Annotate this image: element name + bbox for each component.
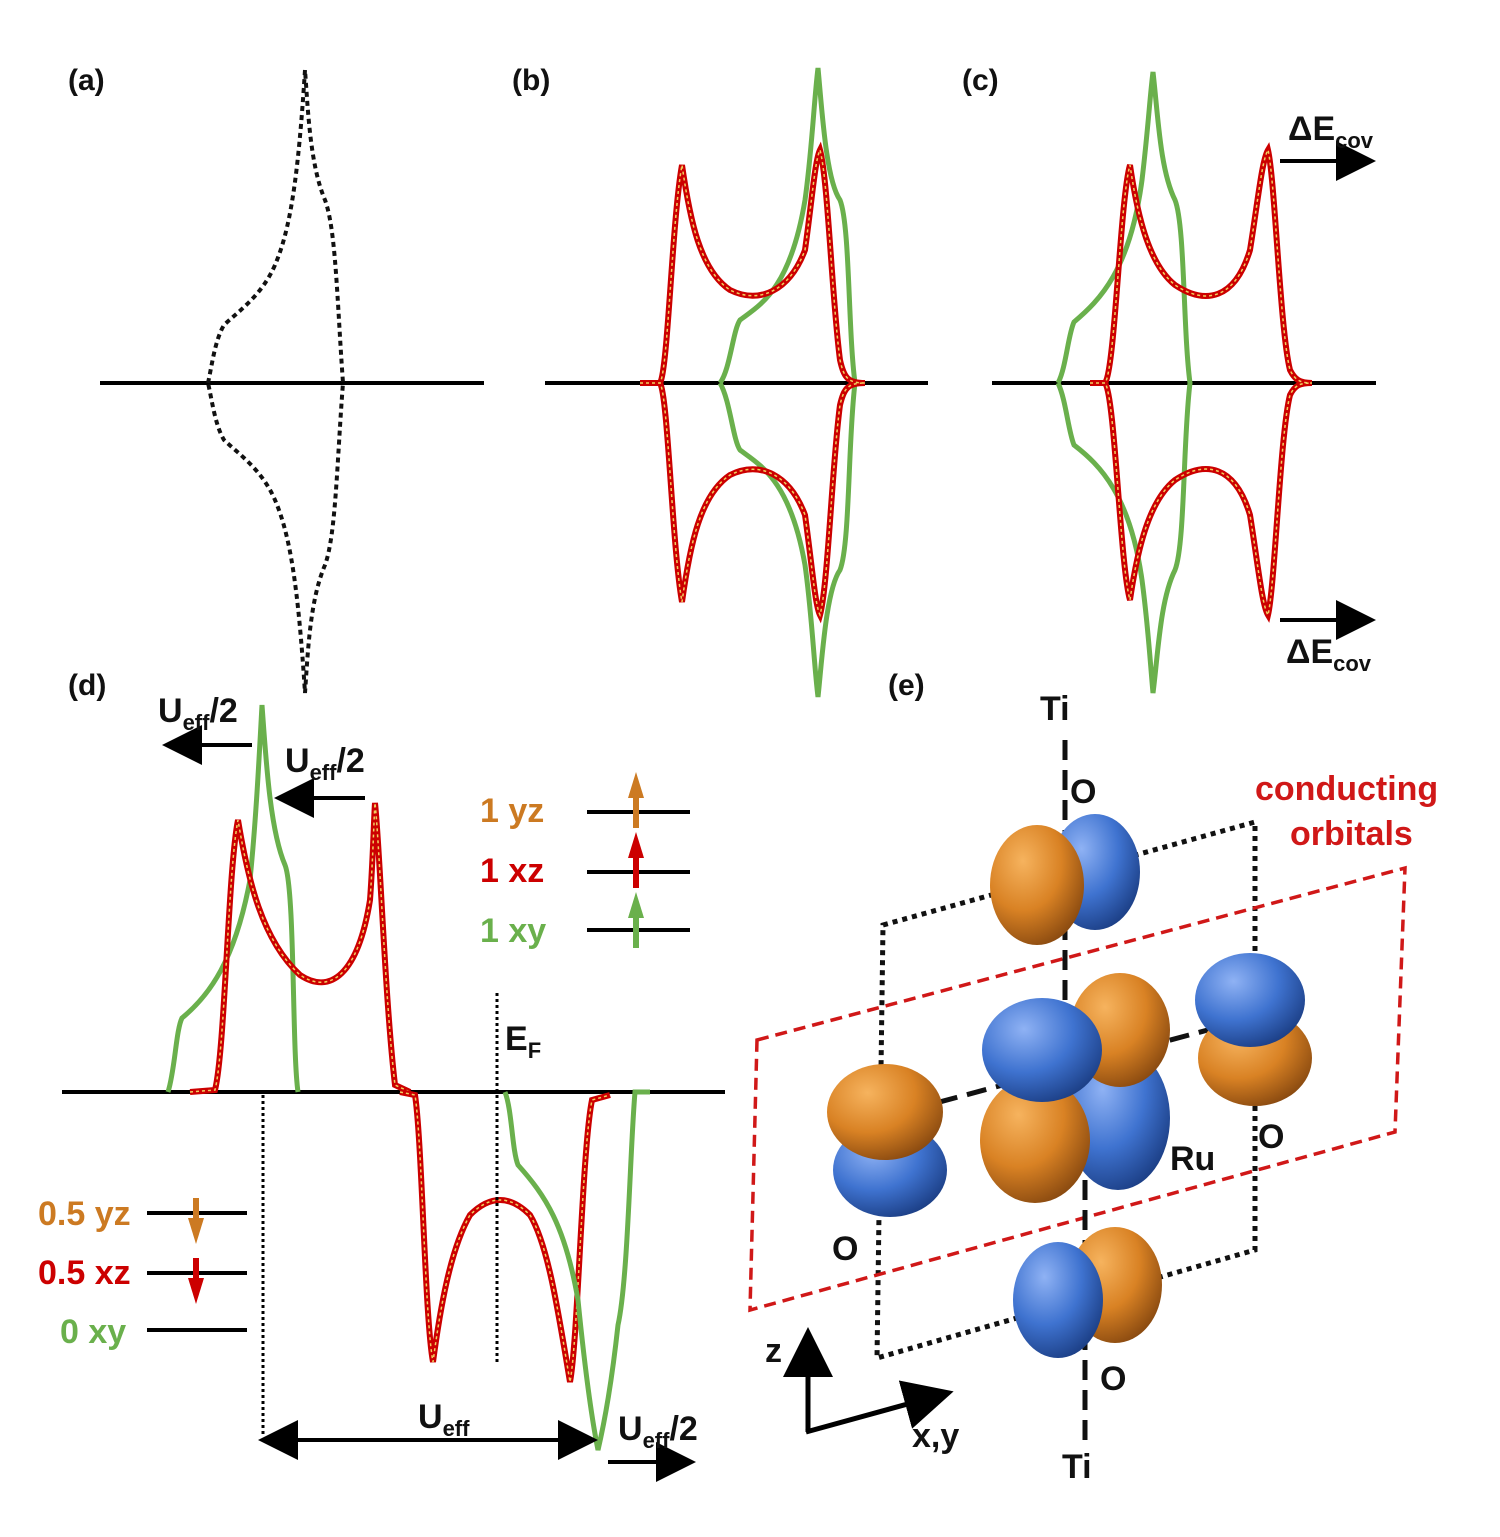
panel-c-delta-bottom-label: ΔEcov (1286, 633, 1372, 676)
occ-down-xy: 0 xy (60, 1313, 126, 1351)
panel-b: (b) (512, 64, 928, 698)
label-o-top: O (1070, 773, 1096, 811)
panel-c-label: (c) (962, 64, 999, 97)
label-o-right: O (1258, 1118, 1284, 1156)
ueff-half-label-2: Ueff/2 (285, 742, 365, 785)
panel-c-xz-curve (1090, 142, 1313, 623)
orbital-o-bottom (1013, 1227, 1162, 1358)
label-ru: Ru (1170, 1140, 1215, 1178)
orbital-o-right (1195, 953, 1312, 1106)
conducting-label-line1: conducting (1255, 770, 1438, 808)
panel-b-label: (b) (512, 64, 550, 97)
panel-d-label: (d) (68, 669, 106, 702)
ueff-label: Ueff (418, 1398, 470, 1441)
conducting-label-line2: orbitals (1290, 815, 1413, 853)
label-o-left: O (832, 1230, 858, 1268)
occ-up-yz: 1 yz (480, 792, 544, 830)
panel-a: (a) (68, 64, 484, 694)
orbital-o-left (827, 1064, 947, 1217)
occ-up-xz: 1 xz (480, 852, 544, 890)
orbital-ru-center (980, 973, 1170, 1203)
panel-a-dos-curve (205, 69, 346, 694)
occupation-up: 1 yz 1 xz 1 xy (480, 772, 690, 950)
conducting-plane (748, 865, 1407, 1313)
axis-xy-label: x,y (912, 1417, 959, 1455)
occupation-down: 0.5 yz 0.5 xz 0 xy (38, 1195, 247, 1351)
label-ti-top: Ti (1040, 690, 1070, 728)
ueff-half-label-3: Ueff/2 (618, 1410, 698, 1453)
axis-xy-arrow (805, 1380, 954, 1435)
ueff-half-label-1: Ueff/2 (158, 692, 238, 735)
panel-c-xy-curve (1055, 71, 1193, 694)
panel-e: (e) (748, 669, 1438, 1486)
panel-d-xy-up-curve (165, 704, 301, 1093)
panel-a-label: (a) (68, 64, 105, 97)
occ-up-xy: 1 xy (480, 912, 546, 950)
panel-d-xz-up-curve (189, 802, 412, 1095)
panel-c-delta-top-label: ΔEcov (1288, 110, 1374, 153)
fermi-level-label: EF (505, 1020, 541, 1063)
panel-e-label: (e) (888, 669, 925, 702)
axis-z-label: z (765, 1332, 782, 1370)
occ-down-yz: 0.5 yz (38, 1195, 131, 1233)
orbital-o-top (990, 814, 1140, 945)
panel-d-xz-down-curve (399, 1089, 611, 1383)
panel-b-xz-curve (640, 141, 866, 624)
label-ti-bottom: Ti (1062, 1448, 1092, 1486)
occ-down-xz: 0.5 xz (38, 1254, 131, 1292)
label-o-bottom: O (1100, 1360, 1126, 1398)
panel-c: (c) ΔEcov ΔEcov (962, 64, 1376, 694)
panel-d: (d) EF Ueff/2 Ueff/2 Ueff/2 Ueff (38, 669, 725, 1482)
